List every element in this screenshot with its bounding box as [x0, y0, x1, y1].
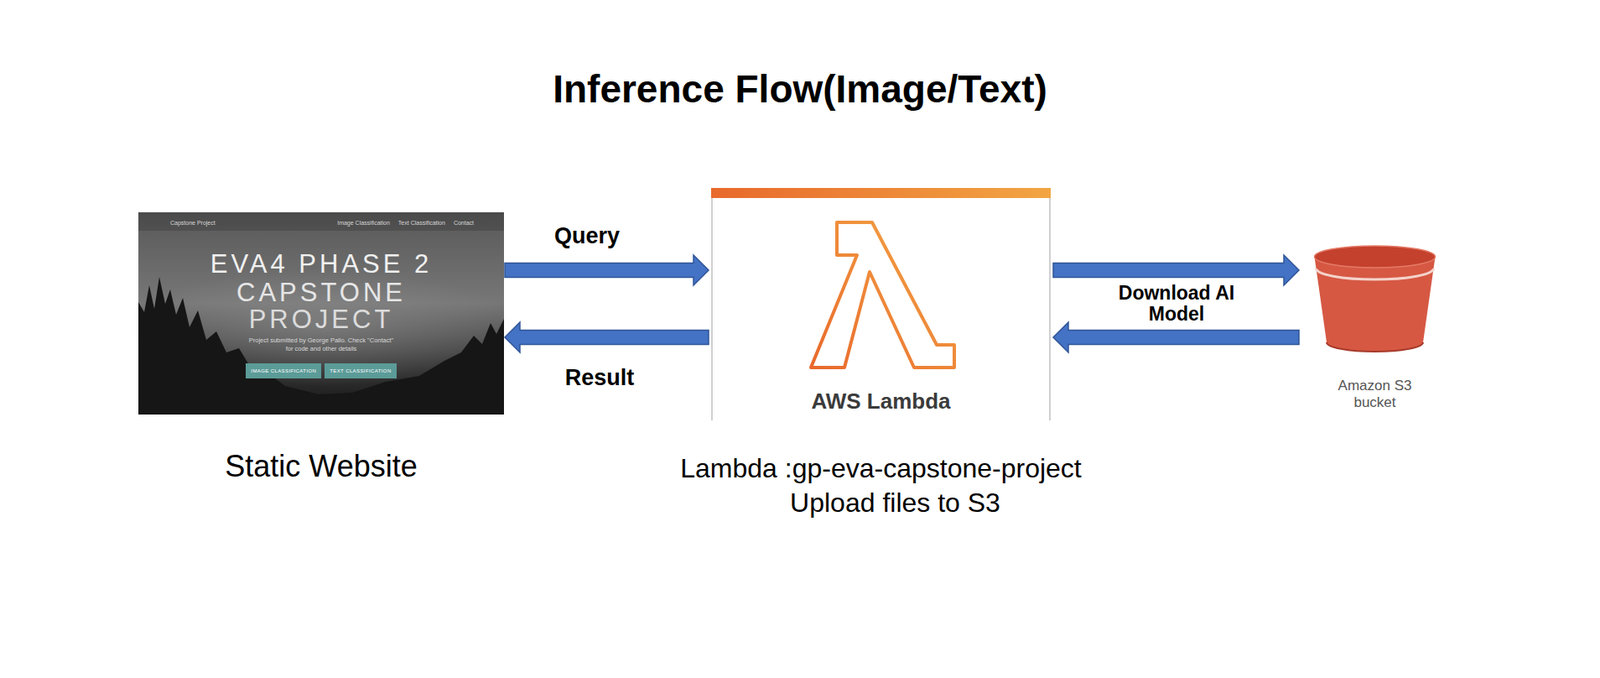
- node-area: [1313, 244, 1437, 353]
- block-arrow: [504, 322, 709, 353]
- hero-subtitle: Project submitted by George Pallo. Check…: [245, 336, 397, 354]
- screenshot-row: Project submitted by George Pallo. Check…: [138, 336, 504, 354]
- block-arrow: [1053, 254, 1299, 286]
- edge-label: Download AI Model: [1096, 282, 1257, 326]
- screenshot-row: PROJECT: [138, 304, 504, 335]
- hero-heading: CAPSTONE: [236, 277, 406, 308]
- diagram-node: AWS LambdaLambda :gp-eva-capstone-projec…: [711, 187, 1051, 520]
- lambda-box: [711, 187, 1051, 421]
- edge-label: Result: [565, 364, 635, 391]
- screenshot-text-layer: Capstone Project Image Classification Text…: [138, 212, 504, 415]
- hero-heading: EVA4 PHASE 2: [210, 249, 433, 280]
- lambda-icon: [810, 222, 955, 368]
- diagram-node: Amazon S3 bucket: [1313, 244, 1437, 411]
- title-holder: Inference Flow(Image/Text): [0, 65, 1600, 113]
- edge-label-holder: Download AI Model: [1096, 282, 1257, 326]
- screenshot-row: EVA4 PHASE 2: [138, 249, 504, 280]
- block-arrow: [1053, 322, 1299, 353]
- node-heading: Static Website: [138, 448, 504, 484]
- site-button: IMAGE CLASSIFICATION: [245, 363, 322, 379]
- service-name: AWS Lambda: [810, 388, 951, 414]
- site-brand: Capstone Project: [170, 218, 216, 229]
- edge-label: Query: [554, 223, 620, 250]
- function-caption: Lambda :gp-eva-capstone-project: [576, 452, 1185, 485]
- screenshot-row: Capstone Project Image Classification Text…: [138, 217, 504, 229]
- s3-bucket-icon: [1314, 245, 1436, 352]
- nav-link: Contact: [453, 218, 474, 229]
- site-nav: Image Classification Text Classification C…: [337, 218, 474, 229]
- function-caption: Upload files to S3: [576, 487, 1185, 520]
- website-screenshot: [128, 212, 515, 415]
- screenshot-row: CAPSTONE: [138, 277, 504, 308]
- hero-heading: PROJECT: [249, 304, 395, 335]
- screenshot-row: IMAGE CLASSIFICATIONTEXT CLASSIFICATION: [138, 363, 504, 379]
- block-arrow: [504, 254, 709, 286]
- nav-link: Text Classification: [398, 218, 446, 229]
- edge-label-holder: Result: [565, 364, 635, 391]
- site-button: TEXT CLASSIFICATION: [324, 363, 396, 379]
- bucket-label: Amazon S3 bucket: [1329, 377, 1422, 411]
- edge-label-holder: Query: [554, 223, 620, 250]
- diagram-title: Inference Flow(Image/Text): [552, 65, 1048, 113]
- node-area: AWS Lambda: [711, 187, 1051, 421]
- nav-link: Image Classification: [337, 218, 390, 229]
